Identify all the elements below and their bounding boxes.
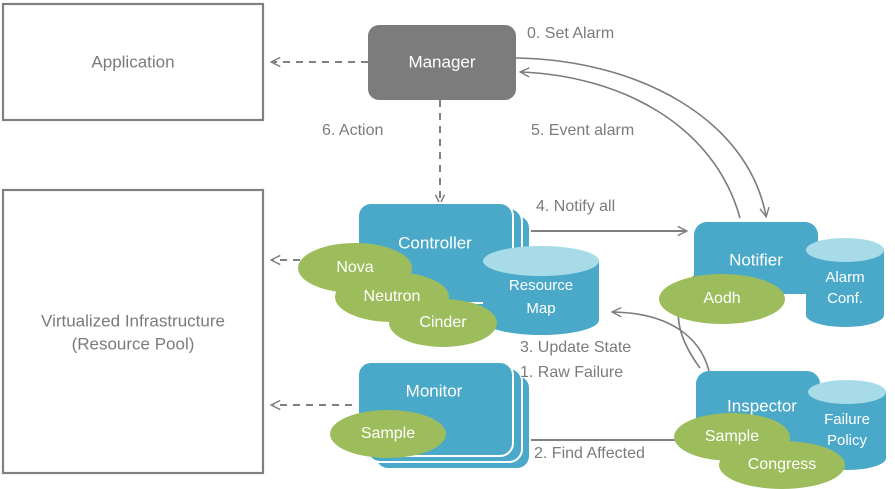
flow-label-set-alarm: 0. Set Alarm — [527, 25, 614, 42]
resource-map-cylinder-body — [483, 261, 599, 335]
flow-label-raw-failure: 2. Find Affected — [534, 445, 645, 462]
infrastructure-box[interactable]: Virtualized Infrastructure (Resource Poo… — [1, 188, 265, 475]
manager-box — [368, 25, 516, 100]
inspector-label: Inspector — [727, 396, 797, 415]
tag-aodh-label: Aodh — [703, 290, 740, 307]
alarm-conf-cylinder-body — [806, 250, 884, 327]
edge-inspector-to-resource-map — [613, 312, 710, 372]
flow-label-event-alarm: 5. Event alarm — [531, 122, 634, 139]
controller-label: Controller — [398, 233, 472, 252]
edge-event-alarm-notifier-to-manager — [521, 72, 741, 219]
alarm-conf-label-line2: Conf. — [827, 290, 863, 307]
tag-cinder[interactable]: Cinder — [389, 299, 497, 347]
manager-node[interactable]: Manager — [368, 25, 516, 100]
tag-nova-label: Nova — [336, 259, 373, 276]
tag-aodh[interactable]: Aodh — [659, 274, 785, 324]
infrastructure-box-label-line1: Virtualized Infrastructure — [41, 311, 225, 330]
alarm-conf-label-line1: Alarm — [825, 269, 864, 286]
notifier-label: Notifier — [729, 250, 783, 269]
resource-map-label-line1: Resource — [509, 277, 573, 294]
failure-policy-cylinder-top — [808, 380, 886, 404]
monitor-label: Monitor — [406, 381, 463, 400]
edge-set-alarm-manager-to-notifier — [515, 57, 766, 216]
application-box-label: Application — [91, 52, 174, 71]
tag-cinder-label: Cinder — [419, 314, 467, 331]
tag-cinder-ellipse — [389, 299, 497, 347]
resource-map-label-line2: Map — [526, 300, 555, 317]
flow-label-notify-all: 4. Notify all — [536, 198, 615, 215]
tag-sample-monitor[interactable]: Sample — [330, 410, 446, 458]
tag-sample-monitor-label: Sample — [361, 425, 415, 442]
tag-sample-monitor-ellipse — [330, 410, 446, 458]
tag-sample-inspector-label: Sample — [705, 428, 759, 445]
tag-congress-label: Congress — [748, 456, 816, 473]
alarm-conf-datastore[interactable]: Alarm Conf. — [806, 238, 884, 327]
tag-congress-ellipse — [719, 441, 845, 489]
tag-aodh-ellipse — [659, 274, 785, 324]
alarm-conf-cylinder-top — [806, 238, 884, 262]
resource-map-cylinder-top — [483, 246, 599, 276]
flow-label-action: 6. Action — [322, 122, 383, 139]
failure-policy-label-line1: Failure — [824, 411, 870, 428]
resource-map-datastore[interactable]: Resource Map — [483, 246, 599, 335]
failure-policy-label-line2: Policy — [827, 432, 868, 449]
flow-label-update-state: 3. Update State — [520, 339, 631, 356]
tag-neutron-label: Neutron — [364, 288, 421, 305]
tag-congress[interactable]: Congress — [719, 441, 845, 489]
application-box[interactable]: Application — [1, 2, 265, 122]
manager-label: Manager — [408, 52, 475, 71]
infrastructure-box-label-line2: (Resource Pool) — [72, 334, 195, 353]
flow-label-find-affected: 1. Raw Failure — [520, 364, 623, 381]
